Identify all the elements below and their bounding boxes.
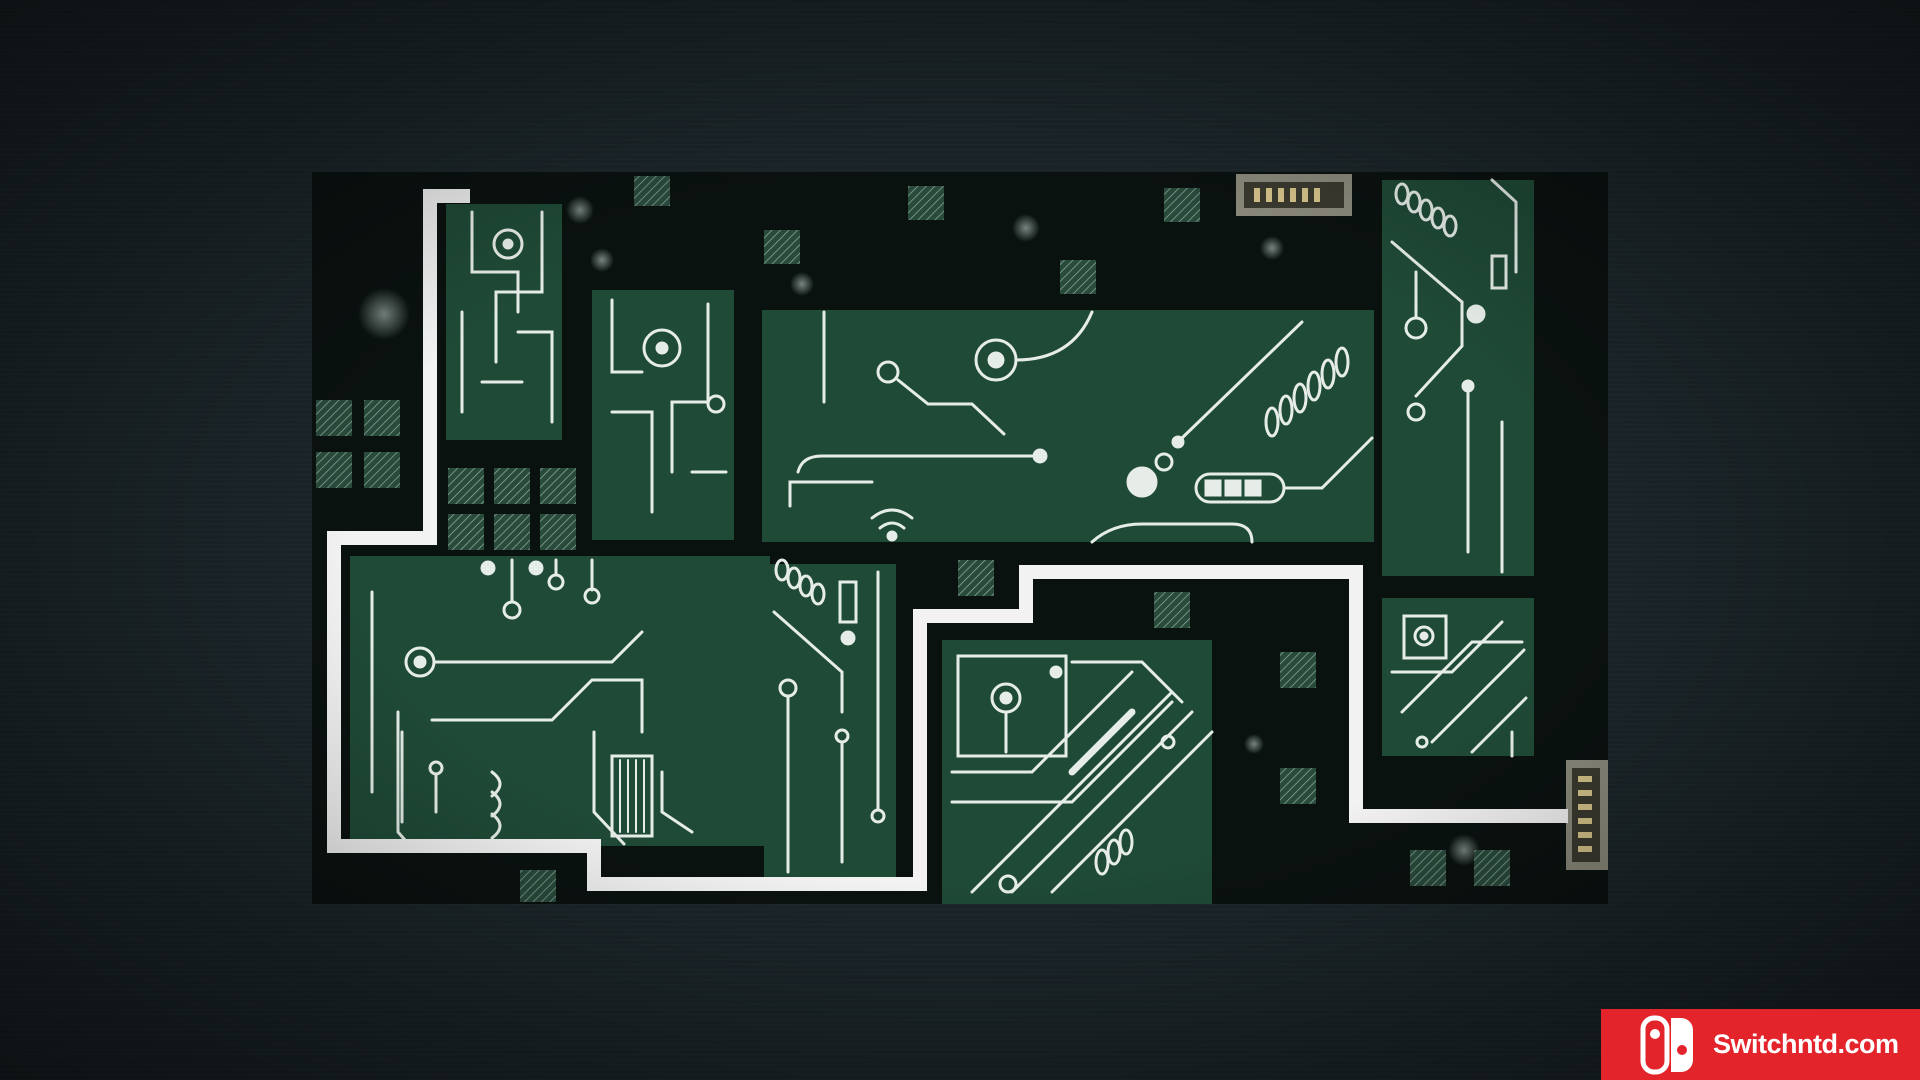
chip [448, 468, 484, 504]
chip [448, 514, 484, 550]
chip [494, 514, 530, 550]
circuit-board [312, 172, 1608, 904]
chip [364, 400, 400, 436]
chip [540, 514, 576, 550]
chip [1474, 850, 1510, 886]
chip [908, 186, 944, 220]
watermark-text: Switchntd.com [1713, 1029, 1899, 1059]
panel-bottom-left [350, 556, 770, 846]
chip [316, 400, 352, 436]
chip [1410, 850, 1446, 886]
chip [1280, 768, 1316, 804]
chip [634, 176, 670, 206]
chip [958, 560, 994, 596]
chip [1164, 188, 1200, 222]
chip [764, 230, 800, 264]
chip [1060, 260, 1096, 294]
panel-top-right [1382, 180, 1534, 576]
panel-bottom-mid [764, 564, 896, 880]
chip [1280, 652, 1316, 688]
chip [520, 870, 556, 902]
connector-top [1236, 174, 1352, 216]
chip [494, 468, 530, 504]
chip [540, 468, 576, 504]
chip [364, 452, 400, 488]
watermark: Switchntd.com [1601, 1009, 1920, 1080]
connector-right [1566, 760, 1608, 870]
chip [316, 452, 352, 488]
nintendo-switch-logo-icon [1640, 1015, 1693, 1074]
chip [1154, 592, 1190, 628]
